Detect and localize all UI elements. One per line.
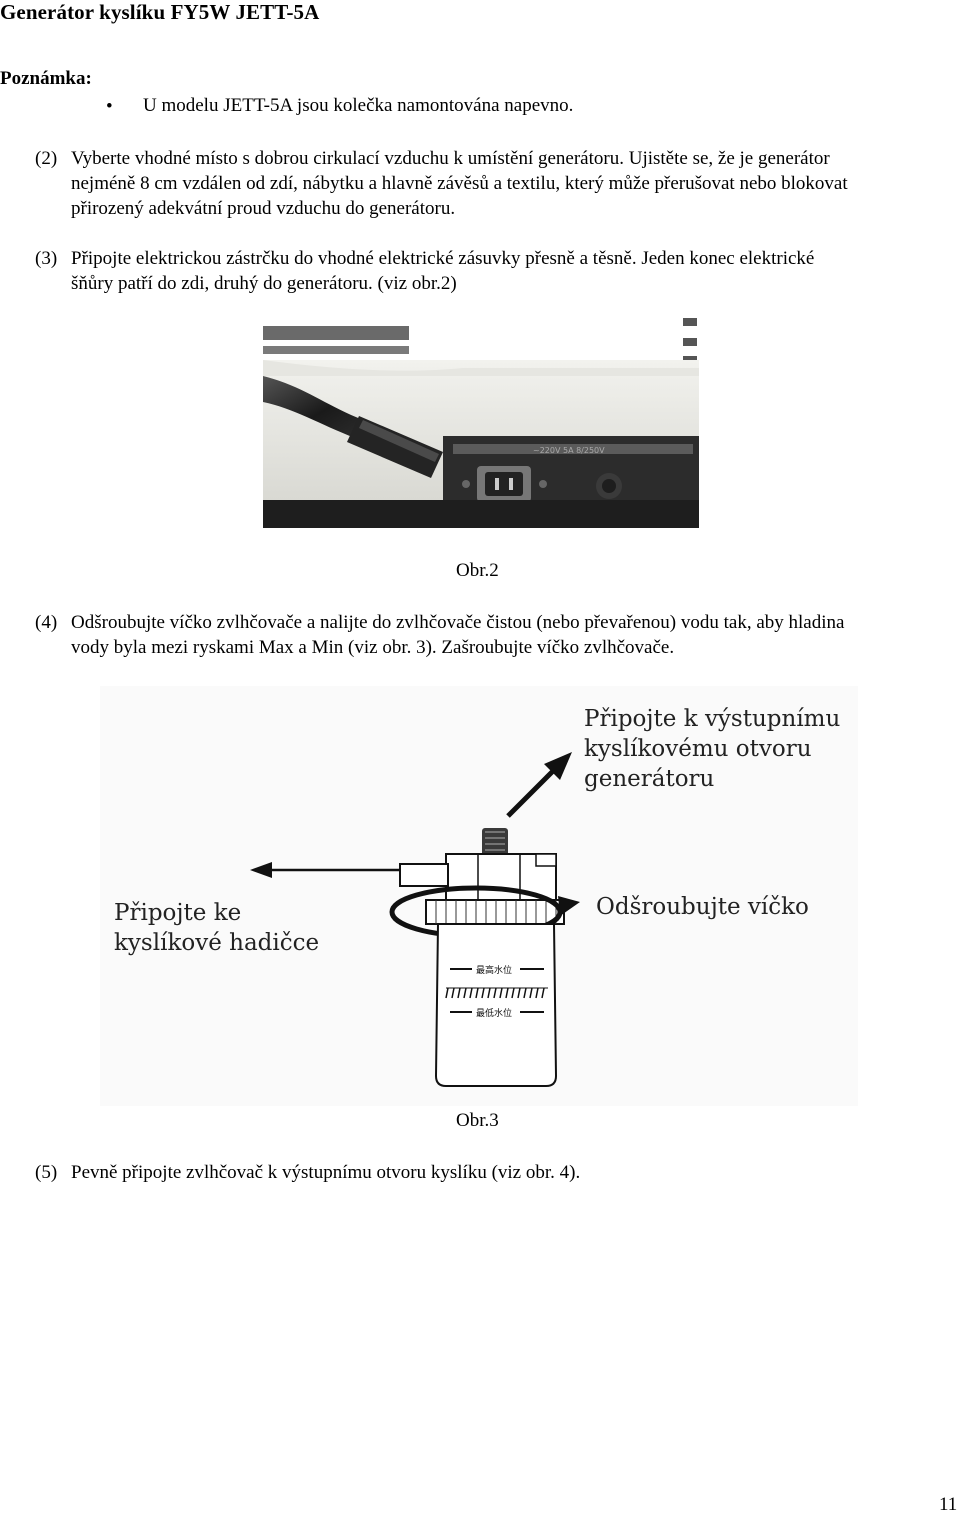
humidifier-drawing: 最高水位 最低水位 [100, 686, 858, 1106]
step-line: Připojte elektrickou zástrčku do vhodné … [71, 248, 815, 269]
step-line: Odšroubujte víčko zvlhčovače a nalijte d… [71, 612, 845, 633]
label-connect-outlet: Připojte k výstupnímu kyslíkovému otvoru… [584, 706, 841, 792]
step-line: přirozený adekvátní proud vzduchu do gen… [71, 198, 456, 219]
socket-rating-text: ~220V 5A 8/250V [533, 446, 605, 455]
figure-3-diagram: 最高水位 最低水位 Připojte k výstupnímu kyslíkov… [100, 686, 858, 1106]
step-text: Připojte elektrickou zástrčku do vhodné … [71, 246, 960, 296]
min-mark-label: 最低水位 [476, 1007, 512, 1019]
page-title: Generátor kyslíku FY5W JETT-5A [0, 0, 320, 24]
step-line: vody byla mezi ryskami Max a Min (viz ob… [71, 637, 675, 658]
step-number: (2) [35, 148, 58, 169]
step-number: (3) [35, 248, 58, 269]
note-item: U modelu JETT-5A jsou kolečka namontován… [143, 95, 574, 116]
figure-3-caption: Obr.3 [456, 1110, 499, 1131]
figure-2-photo: ~220V 5A 8/250V [263, 316, 699, 544]
step-text: Odšroubujte víčko zvlhčovače a nalijte d… [71, 610, 960, 660]
label-unscrew-cap: Odšroubujte víčko [596, 894, 809, 920]
max-mark-label: 最高水位 [476, 964, 512, 976]
bullet-icon: • [106, 96, 113, 117]
figure-2-caption: Obr.2 [456, 560, 499, 581]
step-line: Vyberte vhodné místo s dobrou cirkulací … [71, 148, 830, 169]
step-number: (4) [35, 612, 58, 633]
step-text: Pevně připojte zvlhčovač k výstupnímu ot… [71, 1160, 960, 1185]
label-connect-tube: Připojte ke kyslíkové hadičce [114, 900, 320, 956]
page-number: 11 [939, 1494, 958, 1515]
step-number: (5) [35, 1162, 58, 1183]
step-line: šňůry patří do zdi, druhý do generátoru.… [71, 273, 457, 294]
step-text: Vyberte vhodné místo s dobrou cirkulací … [71, 146, 960, 221]
step-line: Pevně připojte zvlhčovač k výstupnímu ot… [71, 1162, 581, 1183]
note-label: Poznámka: [0, 68, 92, 89]
step-line: nejméně 8 cm vzdálen od zdí, nábytku a h… [71, 173, 848, 194]
